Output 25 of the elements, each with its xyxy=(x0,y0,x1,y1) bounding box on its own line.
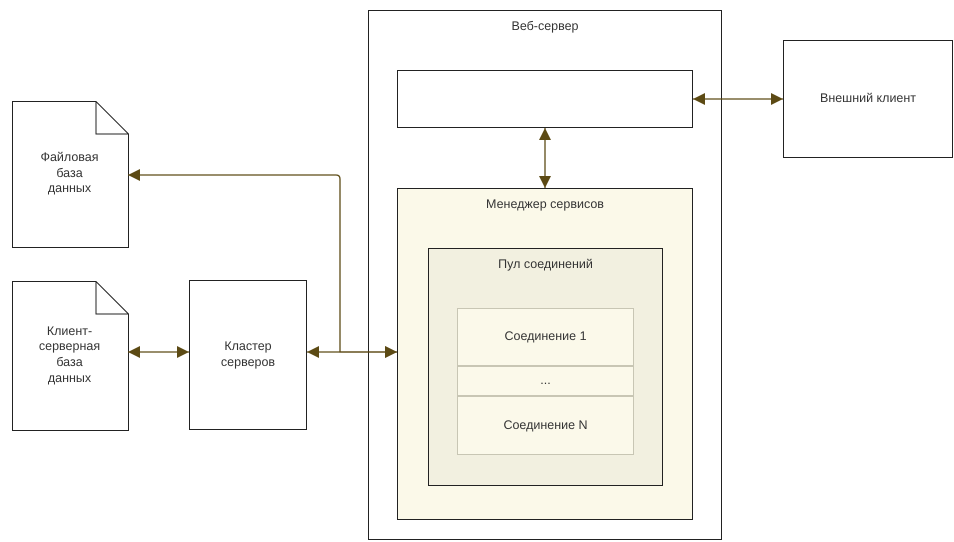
server-container xyxy=(368,10,722,540)
node-label: Клиент-серверная база данных xyxy=(38,324,102,386)
process-box xyxy=(397,70,693,128)
list-row xyxy=(457,396,634,455)
connector-arrow xyxy=(693,93,783,105)
manager-container xyxy=(397,188,693,520)
node-label: Внешний клиент xyxy=(820,91,916,107)
list-row xyxy=(457,308,634,366)
process-box xyxy=(783,40,953,158)
process-box xyxy=(189,280,307,430)
node-label: Соединение N xyxy=(503,418,588,434)
node-label: Пул соединений xyxy=(498,257,593,273)
document-shape xyxy=(11,280,128,430)
node-label: Менеджер сервисов xyxy=(486,197,604,213)
connector-arrow xyxy=(307,346,397,358)
document-shape xyxy=(11,100,128,247)
ellipsis-text: ... xyxy=(540,373,551,389)
node-label: Веб-сервер xyxy=(511,19,579,35)
connector-arrow xyxy=(128,346,189,358)
node-label: Соединение 1 xyxy=(504,329,587,345)
pool-container xyxy=(428,248,663,486)
node-label: Кластер серверов xyxy=(220,339,276,371)
list-row xyxy=(457,366,634,396)
node-label: Файловая база данных xyxy=(39,150,100,197)
connector-arrow xyxy=(539,128,551,188)
